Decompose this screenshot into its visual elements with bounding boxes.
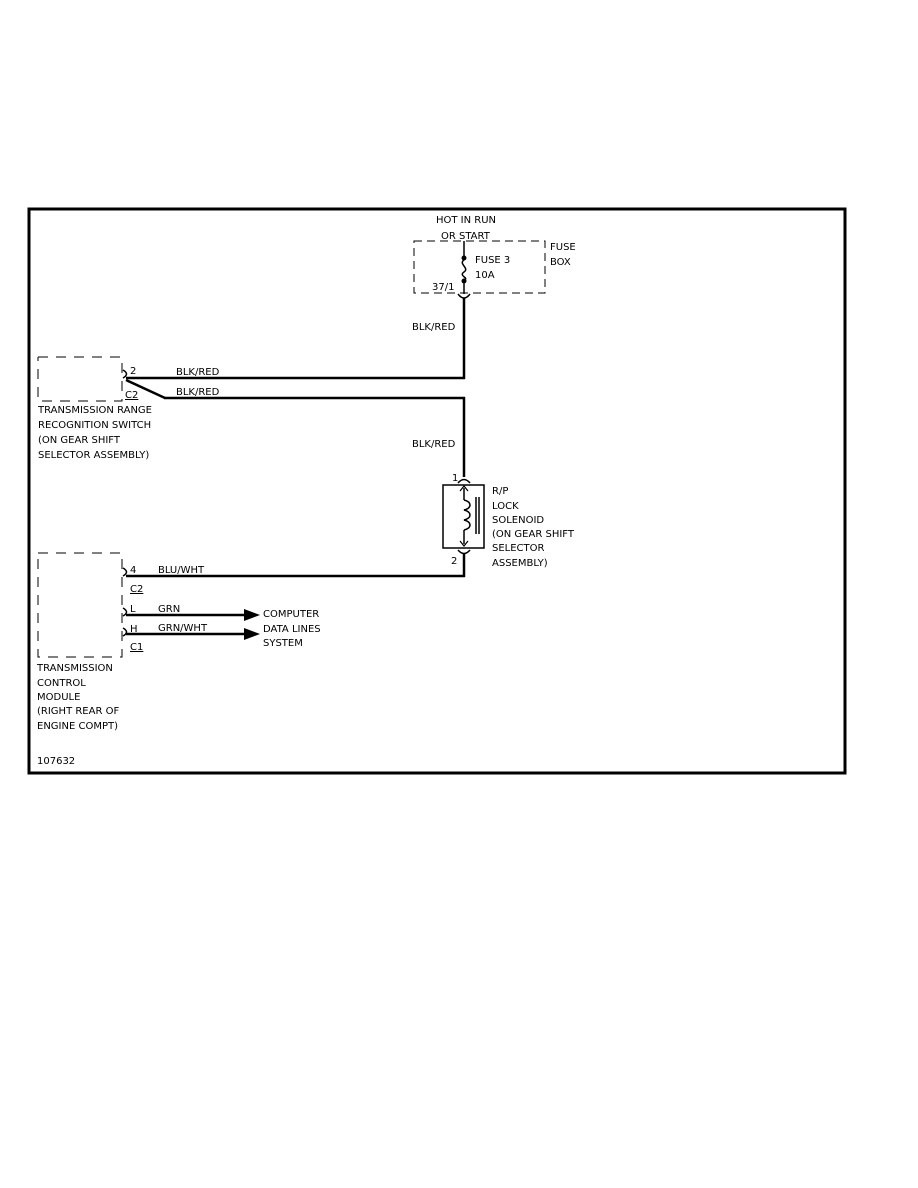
range-switch-jumper [125, 378, 166, 400]
solenoid-label-line4: (ON GEAR SHIFT [492, 529, 575, 540]
computer-label-line2: DATA LINES [263, 624, 321, 635]
fuse-name: FUSE 3 [475, 255, 510, 266]
tcm-pin-h: H [130, 624, 138, 635]
fuse-box-label-line1: FUSE [550, 242, 576, 253]
supply-label-line1: HOT IN RUN [436, 215, 496, 226]
wire-label-blu-wht: BLU/WHT [158, 565, 205, 576]
tcm-label-line5: ENGINE COMPT) [37, 721, 118, 732]
tcm-pin-l-connector-icon [122, 607, 128, 617]
solenoid-box [442, 484, 485, 549]
solenoid-label-line6: ASSEMBLY) [492, 558, 548, 569]
range-switch-label-line4: SELECTOR ASSEMBLY) [38, 450, 149, 461]
arrow-grn-icon [244, 609, 260, 621]
tcm-outline [37, 552, 123, 658]
solenoid-bottom-connector-icon [457, 549, 471, 555]
range-switch-label-line3: (ON GEAR SHIFT [38, 435, 121, 446]
tcm-pin-h-connector-icon [122, 627, 128, 637]
computer-label-line1: COMPUTER [263, 609, 319, 620]
fuse-box-label-line2: BOX [550, 257, 571, 268]
wire-label-blk-red-return: BLK/RED [176, 387, 220, 398]
wire-label-grn-wht: GRN/WHT [158, 623, 208, 634]
solenoid-top-connector-icon [457, 478, 471, 484]
tcm-connector-c2: C2 [130, 584, 143, 595]
fuse-icon [461, 241, 467, 294]
fuse-rating: 10A [475, 270, 495, 281]
diagram-frame [27, 207, 847, 775]
tcm-label-line4: (RIGHT REAR OF [37, 706, 119, 717]
tcm-connector-c1: C1 [130, 642, 143, 653]
range-switch-label-line1: TRANSMISSION RANGE [37, 405, 152, 416]
tcm-label-line3: MODULE [37, 692, 80, 703]
supply-label-line2: OR START [441, 231, 491, 242]
solenoid-label-line2: LOCK [492, 501, 519, 512]
range-switch-outline [37, 356, 123, 402]
wire-label-blk-red-fuse: BLK/RED [412, 322, 456, 333]
wire-label-blk-red-switch: BLK/RED [176, 367, 220, 378]
solenoid-label-line5: SELECTOR [492, 543, 545, 554]
tcm-pin-l: L [130, 604, 136, 615]
tcm-label-line1: TRANSMISSION [36, 663, 113, 674]
solenoid-pin-top: 1 [452, 473, 458, 484]
figure-id: 107632 [37, 756, 75, 767]
computer-label-line3: SYSTEM [263, 638, 303, 649]
solenoid-label-line3: SOLENOID [492, 515, 544, 526]
range-switch-pin: 2 [130, 366, 136, 377]
fuse-box-outline [413, 240, 546, 294]
fuse-terminal-connector-icon [457, 293, 471, 299]
arrow-grn-wht-icon [244, 628, 260, 640]
solenoid-pin-bottom: 2 [451, 556, 457, 567]
tcm-pin4-connector-icon [122, 567, 128, 577]
wire-label-grn: GRN [158, 604, 180, 615]
fuse-terminal-label: 37/1 [432, 282, 454, 293]
range-switch-pin-connector-icon [122, 369, 128, 379]
solenoid-label-line1: R/P [492, 486, 508, 497]
tcm-label-line2: CONTROL [37, 678, 86, 689]
wire-label-blk-red-solenoid: BLK/RED [412, 439, 456, 450]
solenoid-coil-icon [459, 485, 480, 547]
range-switch-connector: C2 [125, 390, 138, 401]
tcm-pin-4: 4 [130, 565, 136, 576]
range-switch-label-line2: RECOGNITION SWITCH [38, 420, 151, 431]
